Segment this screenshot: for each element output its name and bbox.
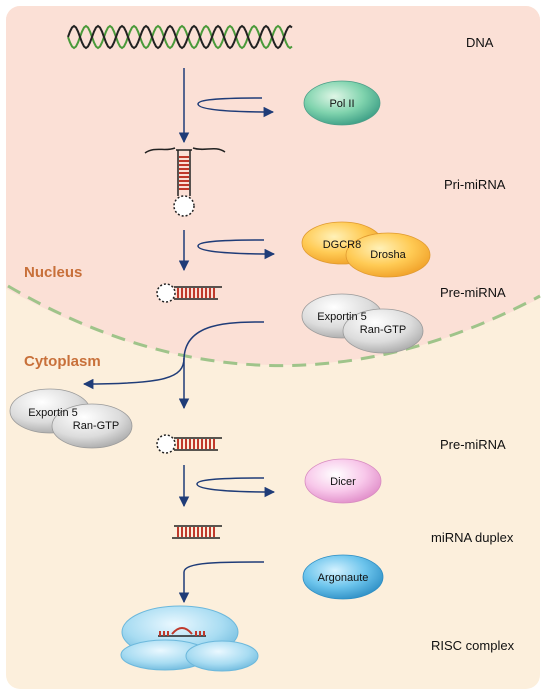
- nuclear-membrane: [7, 284, 541, 368]
- dna-helix: [67, 24, 293, 50]
- arrow-pol2: [197, 97, 275, 118]
- arrow-drosha: [197, 239, 276, 260]
- exportin-rangtp-cytoplasm: Exportin 5 Ran-GTP: [9, 388, 133, 449]
- rangtp-nucleus-label: Ran-GTP: [360, 324, 406, 336]
- pol2-label: Pol II: [329, 98, 354, 110]
- dna-label: DNA: [466, 35, 494, 50]
- drosha-label: Drosha: [370, 249, 406, 261]
- pol2-protein: Pol II: [303, 80, 381, 126]
- dicer-label: Dicer: [330, 476, 356, 488]
- risc-complex-shape: [120, 605, 259, 672]
- mirna-duplex-shape: [172, 525, 222, 539]
- pri-mirna-label: Pri-miRNA: [444, 177, 506, 192]
- pre-mirna-cytoplasm-label: Pre-miRNA: [440, 437, 506, 452]
- risc-complex-label: RISC complex: [431, 638, 515, 653]
- cytoplasm-label: Cytoplasm: [24, 353, 101, 370]
- rangtp-cytoplasm-label: Ran-GTP: [73, 420, 119, 432]
- exportin-cytoplasm-label: Exportin 5: [28, 407, 78, 419]
- arrow-duplex-to-risc: [178, 561, 265, 604]
- dicer-protein: Dicer: [304, 458, 382, 504]
- arrow-pre-to-cyto: [178, 321, 265, 410]
- nucleus-label: Nucleus: [24, 264, 82, 281]
- pre-mirna-cytoplasm-shape: [156, 434, 222, 454]
- flow-arrows: [82, 68, 276, 604]
- pre-mirna-nucleus-label: Pre-miRNA: [440, 285, 506, 300]
- mirna-duplex-label: miRNA duplex: [431, 530, 514, 545]
- argonaute-protein: Argonaute: [302, 554, 384, 600]
- pri-mirna-hairpin: [144, 147, 226, 217]
- dgcr8-label: DGCR8: [323, 239, 362, 251]
- pre-mirna-nucleus-shape: [156, 283, 222, 303]
- dgcr8-drosha-complex: DGCR8 Drosha: [301, 221, 431, 278]
- arrow-to-exportin: [82, 357, 185, 390]
- exportin-rangtp-nucleus: Exportin 5 Ran-GTP: [301, 293, 424, 354]
- arrow-dicer: [196, 477, 276, 498]
- exportin-nucleus-label: Exportin 5: [317, 311, 367, 323]
- argonaute-label: Argonaute: [318, 572, 369, 584]
